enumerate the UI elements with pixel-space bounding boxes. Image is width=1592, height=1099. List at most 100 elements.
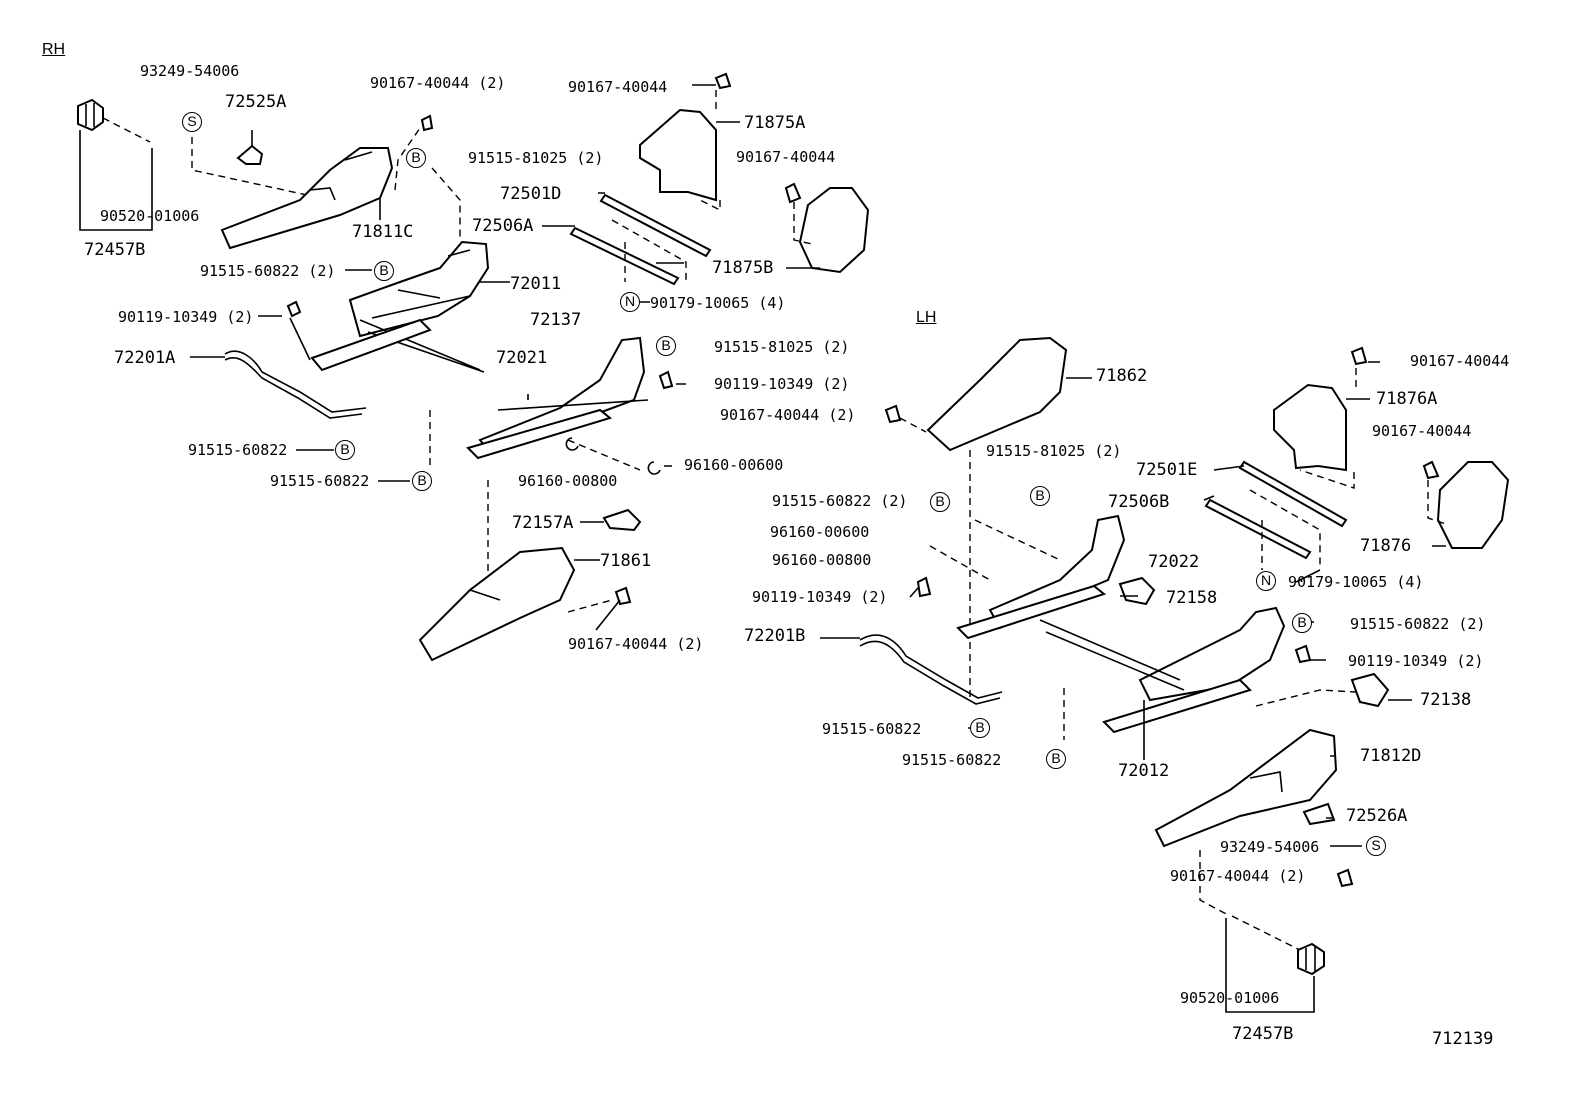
label-91515-81025-2-lh: 91515-81025 (2) [986,442,1122,460]
bolt-symbol: B [970,718,990,738]
bolt-rh-1 [286,300,302,318]
rail-lh-b [1102,678,1252,734]
label-72011: 72011 [510,274,562,294]
label-91515-81025-2: 91515-81025 (2) [468,149,604,167]
label-71876a: 71876A [1376,389,1438,409]
label-72201b: 72201B [744,626,806,646]
label-72137: 72137 [530,310,582,330]
bolt-lh-2 [1350,346,1368,366]
label-91515-60822-2-lh: 91515-60822 (2) [772,492,908,510]
cover-71861 [418,546,576,662]
bolt-symbol: B [656,336,676,356]
label-91515-60822-a-lh: 91515-60822 [822,720,922,738]
label-90119-10349-2b-lh: 90119-10349 (2) [1348,652,1484,670]
label-72526a: 72526A [1346,806,1408,826]
nut-symbol: N [620,292,640,312]
label-96160-00600: 96160-00600 [684,456,784,474]
label-72138: 72138 [1420,690,1472,710]
label-90119-10349-2-lh: 90119-10349 (2) [752,588,888,606]
section-label-lh: LH [916,309,937,326]
frame-72012 [1138,606,1286,702]
clip-72525a [236,144,264,165]
label-93249-54006-lh: 93249-54006 [1220,838,1320,856]
label-91515-81025-2b: 91515-81025 (2) [714,338,850,356]
label-71812d: 71812D [1360,746,1422,766]
rail-lh-a [956,584,1107,640]
label-72158: 72158 [1166,588,1218,608]
bolt-symbol: B [374,261,394,281]
rail-rh-b [466,408,613,460]
label-91515-60822-2: 91515-60822 (2) [200,262,336,280]
label-96160-00800-lh: 96160-00800 [772,551,872,569]
bracket-72011 [348,240,490,338]
label-91515-60822-a: 91515-60822 [188,441,288,459]
bolt-lh-5 [1294,644,1312,664]
rod-72501e [1238,460,1348,528]
label-72021: 72021 [496,348,548,368]
label-72457b: 72457B [84,240,146,260]
label-71875b: 71875B [712,258,774,278]
label-90167-40044-2-lh: 90167-40044 (2) [720,406,856,424]
label-90520-01006-lh: 90520-01006 [1180,989,1280,1007]
label-72457b-lh: 72457B [1232,1024,1294,1044]
label-90167-40044-2b-lh: 90167-40044 (2) [1170,867,1306,885]
bolt-symbol: B [1292,613,1312,633]
cover-71875b [798,187,870,274]
bolt-lh-4 [916,576,932,598]
label-91515-60822-2b-lh: 91515-60822 (2) [1350,615,1486,633]
screw-symbol: S [1366,836,1386,856]
bolt-rh-3 [714,72,732,90]
bolt-lh-1 [884,404,902,424]
cover-71876 [1436,461,1510,549]
bolt-symbol: B [930,492,950,512]
figure-number: 712139 [1432,1029,1494,1049]
label-90179-10065-4-lh: 90179-10065 (4) [1288,573,1424,591]
bolt-symbol: B [335,440,355,460]
nut-symbol: N [1256,571,1276,591]
clip-72526a [1302,802,1336,826]
label-72525a: 72525A [225,92,287,112]
label-71875a: 71875A [744,113,806,133]
cover-71876a [1273,383,1347,472]
knob-rh [77,98,104,132]
label-72157a: 72157A [512,513,574,533]
label-90167-40044-lh-b: 90167-40044 [1372,422,1472,440]
label-72022: 72022 [1148,552,1200,572]
screw-symbol: S [182,112,202,132]
label-72501d: 72501D [500,184,562,204]
label-96160-00800: 96160-00800 [518,472,618,490]
label-72506b: 72506B [1108,492,1170,512]
label-90167-40044-top: 90167-40044 [568,78,668,96]
label-90167-40044-2b: 90167-40044 (2) [568,635,704,653]
label-96160-00600-lh: 96160-00600 [770,523,870,541]
rod-72501d [599,193,712,258]
bolt-rh-5 [658,370,674,390]
wire-72201b [859,634,1003,699]
label-93249-54006: 93249-54006 [140,62,240,80]
clip-72158 [1118,576,1156,606]
label-72201a: 72201A [114,348,176,368]
bolt-rh-2 [420,114,434,132]
label-90167-40044-2: 90167-40044 (2) [370,74,506,92]
label-90520-01006: 90520-01006 [100,207,200,225]
bolt-rh-4 [784,182,802,204]
eclip-rh-1 [565,437,579,451]
knob-lh [1297,942,1325,976]
cover-71812d [1154,728,1338,848]
bolt-lh-3 [1422,460,1440,480]
clip-72157a [602,508,642,532]
label-91515-60822-b: 91515-60822 [270,472,370,490]
label-71876: 71876 [1360,536,1412,556]
section-label-rh: RH [42,41,66,58]
label-91515-60822-b-lh: 91515-60822 [902,751,1002,769]
label-71862: 71862 [1096,366,1148,386]
label-90167-40044-lh-a: 90167-40044 [1410,352,1510,370]
label-71861: 71861 [600,551,652,571]
clip-72138 [1350,672,1390,708]
bolt-symbol: B [406,148,426,168]
cover-71811c [220,147,394,250]
label-72012: 72012 [1118,761,1170,781]
label-72506a: 72506A [472,216,534,236]
